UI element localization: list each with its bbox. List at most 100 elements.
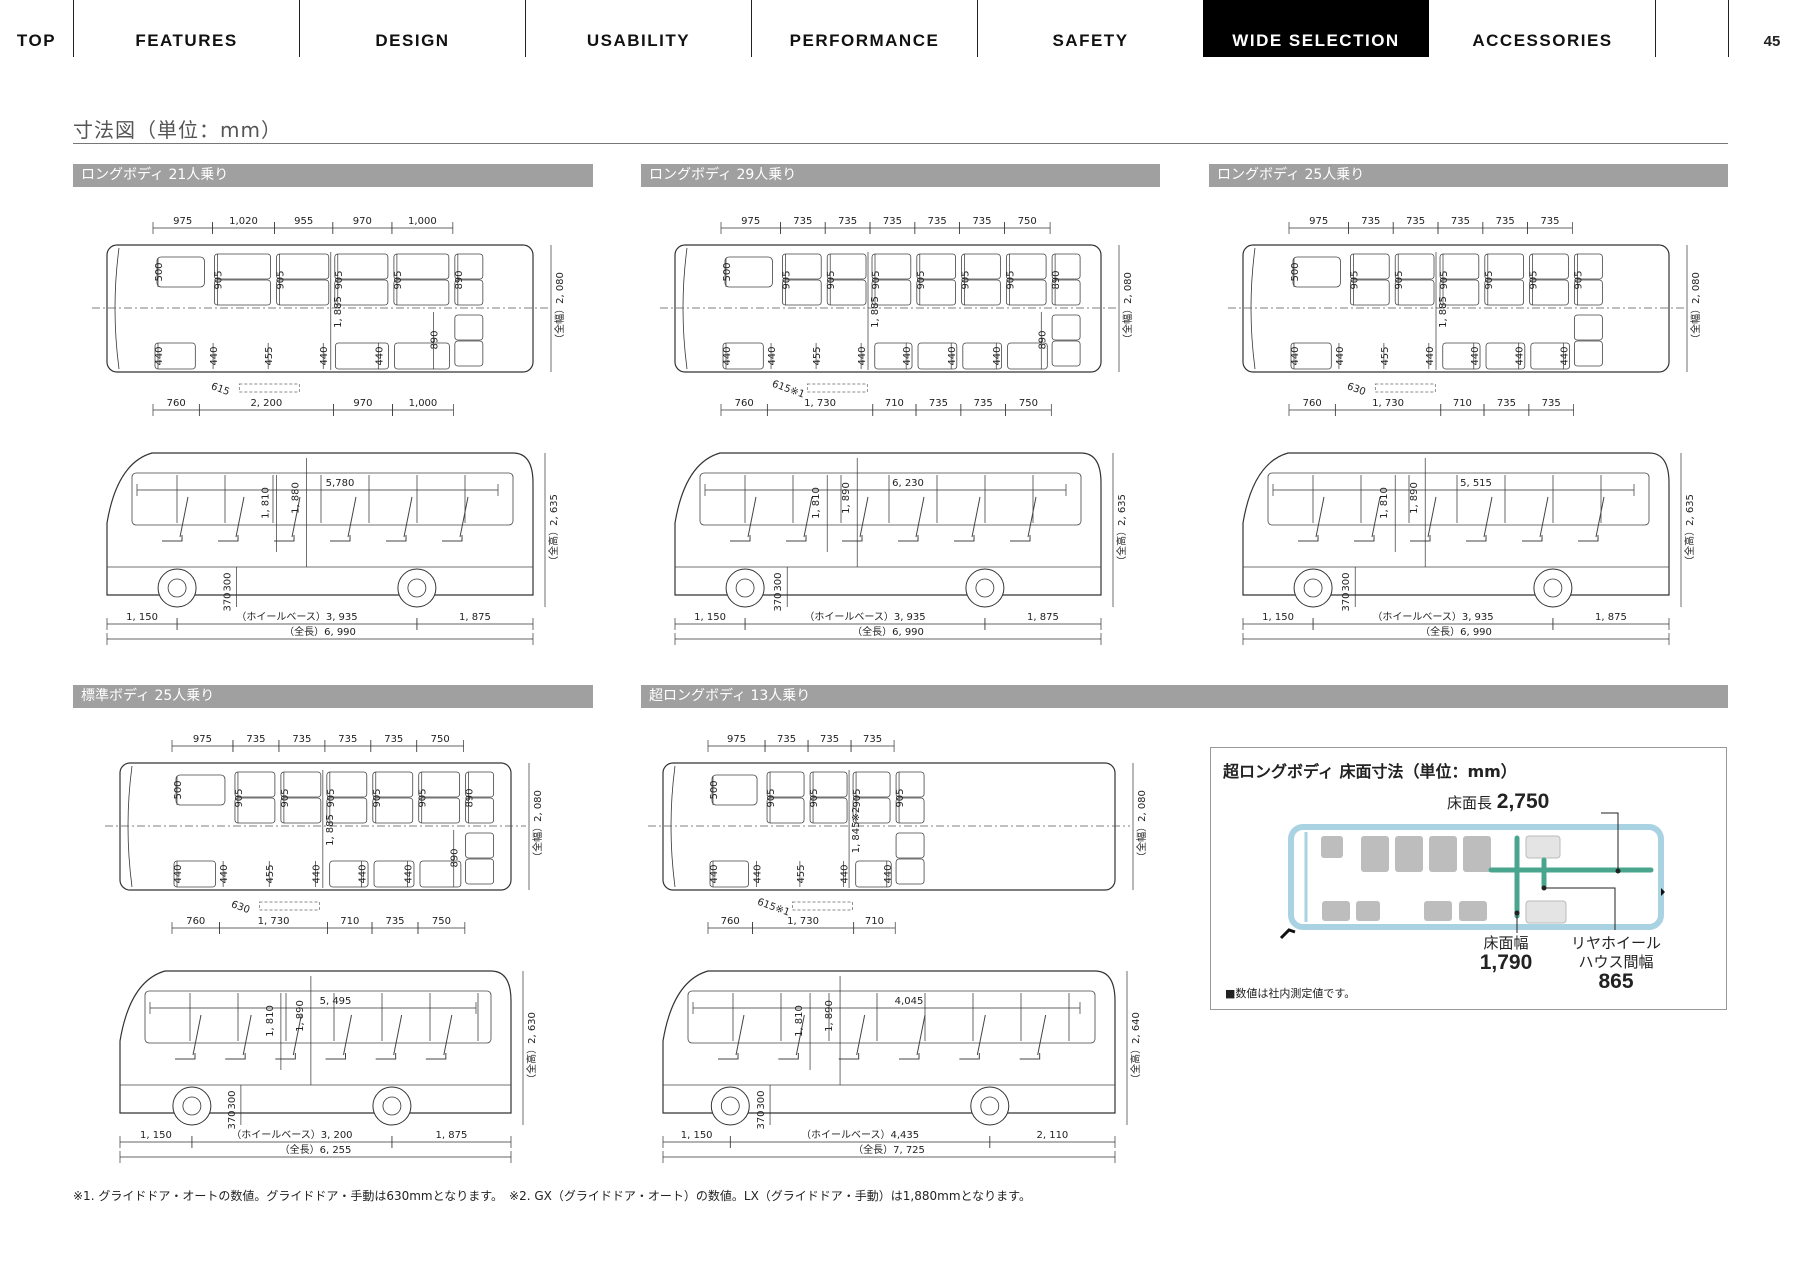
top-dimension-label: 735 xyxy=(863,734,882,745)
seat xyxy=(1005,279,1047,306)
seat xyxy=(394,342,450,370)
nav-usability[interactable]: USABILITY xyxy=(586,31,691,50)
footnote: ※1. グライドドア・オートの数値。グライドドア・手動は630mmとなります。 … xyxy=(73,1189,1031,1203)
top-dimension-label: 750 xyxy=(431,734,450,745)
interior-height-label: 1, 890 xyxy=(841,482,852,514)
step-height-label: 300 xyxy=(223,572,234,591)
seat-dimension-label: 905 xyxy=(961,270,972,289)
seat-dimension-label: 905 xyxy=(334,270,345,289)
wheel-hub xyxy=(182,1096,202,1116)
bus-plan-outline xyxy=(662,762,1116,891)
seat-side xyxy=(842,496,869,542)
step-height-label: 300 xyxy=(227,1090,238,1109)
seat xyxy=(280,771,322,798)
nav-design[interactable]: DESIGN xyxy=(375,31,450,50)
seat-dimension-label: 440 xyxy=(1560,346,1571,365)
rear-seat xyxy=(1573,279,1603,306)
seat-dimension-label: 890 xyxy=(454,270,465,289)
nav-wide-selection[interactable]: WIDE SELECTION xyxy=(1203,0,1429,57)
seat xyxy=(173,860,216,888)
nav-safety[interactable]: SAFETY xyxy=(1052,31,1129,50)
wheelbase-label: （ホイールベース）3, 935 xyxy=(1372,611,1493,623)
bottom-dimension-label: 2, 200 xyxy=(250,398,282,409)
rear-seat xyxy=(895,832,925,859)
seat xyxy=(809,797,848,824)
bottom-dimension-label: 735 xyxy=(1542,398,1561,409)
driver-seat xyxy=(711,774,758,806)
seat-side xyxy=(330,496,357,542)
seat xyxy=(916,279,956,306)
bottom-dimension-label: 760 xyxy=(1303,398,1322,409)
rear-seat xyxy=(895,858,925,885)
seat-dimension-label: 905 xyxy=(826,270,837,289)
top-dimension-label: 735 xyxy=(777,734,796,745)
step-height-label: 370 xyxy=(1341,592,1352,611)
seat-dimension-label: 905 xyxy=(1573,270,1584,289)
nav-accessories[interactable]: ACCESSORIES xyxy=(1472,31,1613,50)
bottom-dimension-label: 750 xyxy=(1019,398,1038,409)
seat-dimension-label: 905 xyxy=(895,788,906,807)
wheelbase-label: （ホイールベース）3, 935 xyxy=(804,611,925,623)
bottom-dimension-label: 760 xyxy=(167,398,186,409)
bus-side-outline xyxy=(1242,452,1670,596)
interior-height-label: 1, 810 xyxy=(1379,487,1390,519)
nav-performance[interactable]: PERFORMANCE xyxy=(789,31,940,50)
seat-dimension-label: 500 xyxy=(173,780,184,799)
overall-length-label: （全長）6, 990 xyxy=(1420,625,1492,638)
seat xyxy=(916,253,956,280)
width-dimension-label: （全幅）2, 080 xyxy=(1121,272,1134,344)
width-dimension-label: （全幅）2, 080 xyxy=(531,790,544,862)
seat-side xyxy=(730,496,757,542)
window-band xyxy=(687,990,1096,1044)
rear-seat xyxy=(1573,253,1603,280)
seat-dimension-label: 440 xyxy=(1290,346,1301,365)
seat-dimension-label: 440 xyxy=(839,864,850,883)
wheelhouse-label-2: ハウス間幅 xyxy=(1578,953,1654,971)
bottom-dimension-label: 710 xyxy=(865,916,884,927)
top-dimension-label: 735 xyxy=(338,734,357,745)
floor-box-title: 超ロングボディ 床面寸法（単位：mm） xyxy=(1223,762,1517,781)
seat-dimension-label: 500 xyxy=(1290,262,1301,281)
floor-plan-illustration xyxy=(1279,812,1665,940)
seat xyxy=(372,771,414,798)
section-header: 標準ボディ 25人乗り xyxy=(73,685,593,708)
floor-width-value: 1,790 xyxy=(1479,951,1533,974)
seat-dimension-label: 890 xyxy=(450,848,461,867)
top-dimension-label: 735 xyxy=(838,216,857,227)
seat xyxy=(852,771,891,798)
wheel xyxy=(725,568,765,608)
seat xyxy=(418,771,461,798)
rear-seat xyxy=(454,314,484,341)
interior-length-label: 6, 230 xyxy=(892,478,924,489)
wheel xyxy=(970,1086,1010,1126)
rear-overhang-label: 1, 875 xyxy=(459,612,491,623)
rear-seat xyxy=(1051,340,1081,367)
interior-length-label: 5, 515 xyxy=(1460,478,1492,489)
windshield xyxy=(670,765,676,888)
aisle-dimension-label: 1, 885 xyxy=(870,296,881,328)
rear-seat xyxy=(465,832,495,859)
seat xyxy=(280,797,322,824)
seat-dimension-label: 905 xyxy=(871,270,882,289)
seat xyxy=(1350,279,1390,306)
interior-height-label: 1, 890 xyxy=(295,1000,306,1032)
front-overhang-label: 1, 150 xyxy=(694,612,726,623)
floor-length-value: 2,750 xyxy=(1496,790,1550,813)
seat-dimension-label: 905 xyxy=(781,270,792,289)
seat-dimension-label: 905 xyxy=(916,270,927,289)
seat-dimension-label: 440 xyxy=(1470,346,1481,365)
rear-seat xyxy=(1051,279,1081,306)
top-dimension-label: 1,000 xyxy=(408,216,437,227)
seat-dimension-label: 890 xyxy=(429,330,440,349)
door-open-outline xyxy=(806,383,868,393)
top-dimension-label: 975 xyxy=(193,734,212,745)
seat-dimension-label: 905 xyxy=(276,270,287,289)
top-dimension-label: 735 xyxy=(1361,216,1380,227)
nav-top[interactable]: TOP xyxy=(16,31,57,50)
seat xyxy=(1530,342,1571,370)
nav-divider xyxy=(1728,0,1729,57)
nav-features[interactable]: FEATURES xyxy=(135,31,238,50)
seat xyxy=(871,279,912,306)
floor-length: 床面長 2,750 xyxy=(1447,790,1550,813)
